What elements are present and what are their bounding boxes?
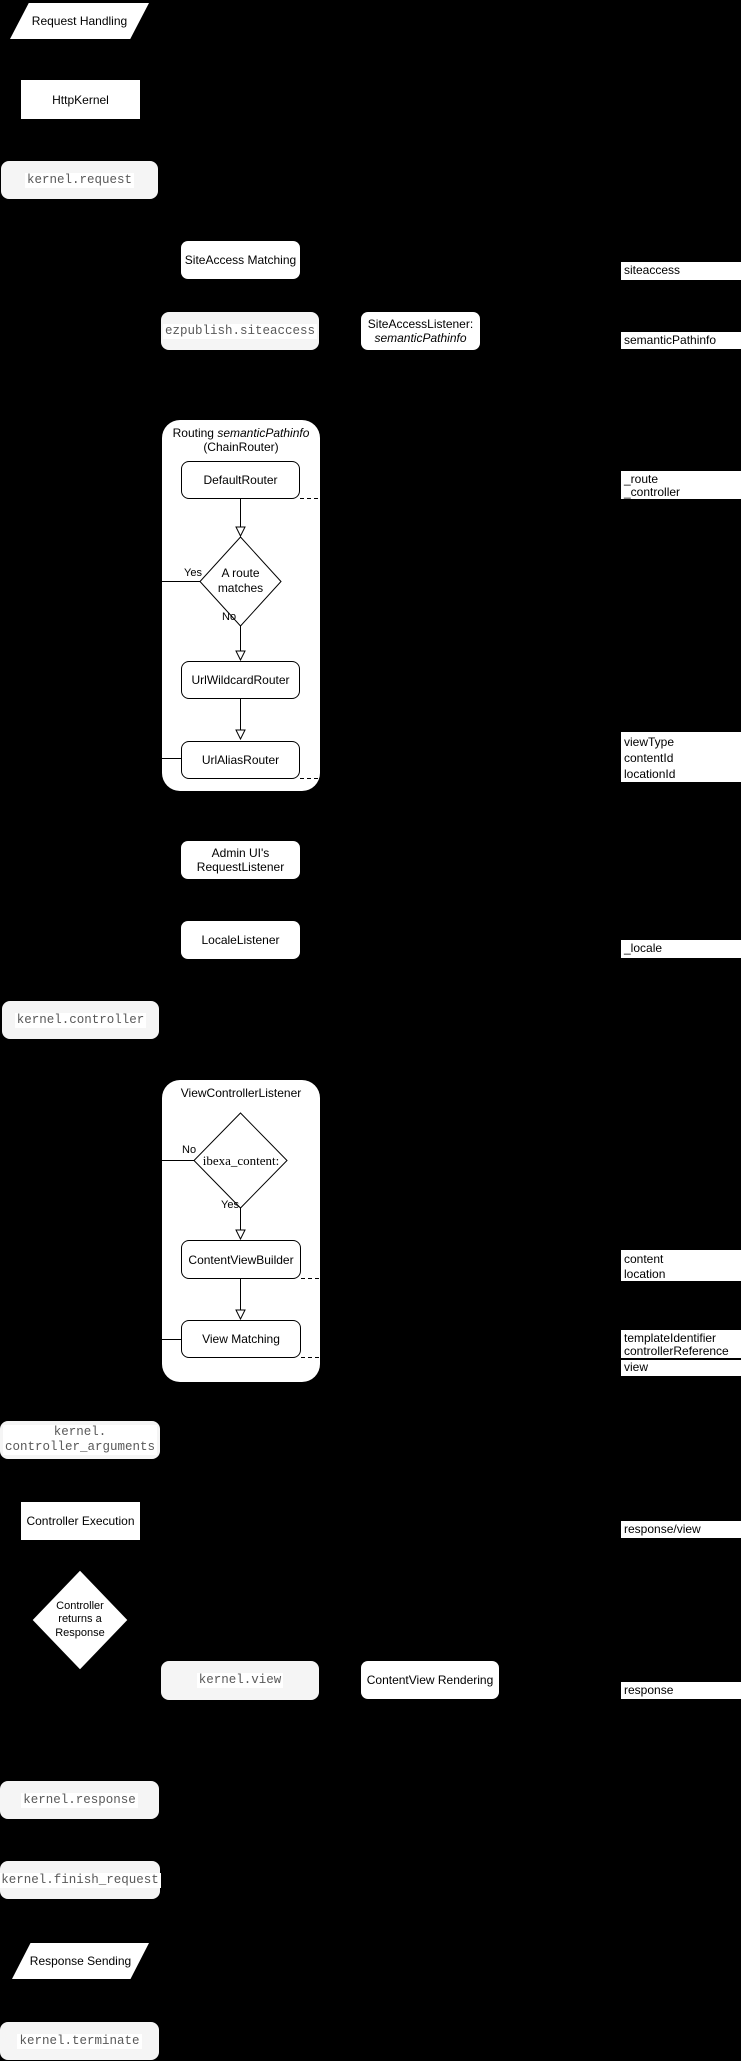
node-url-wildcard-router: UrlWildcardRouter: [181, 661, 300, 699]
annotation-route-controller: _route _controller: [621, 471, 741, 499]
annotation-locale: _locale: [621, 940, 741, 958]
routing-title-line2: (ChainRouter): [203, 440, 279, 454]
request-handling-label: Request Handling: [31, 14, 128, 28]
locale-listener-label: LocaleListener: [201, 933, 280, 947]
node-admin-request-listener: Admin UI's RequestListener: [181, 841, 300, 879]
url-alias-router-label: UrlAliasRouter: [201, 753, 280, 767]
vcl-yes-label: Yes: [221, 1199, 239, 1211]
kernel-request-label: kernel.request: [24, 172, 135, 188]
annotation-controller-text: _controller: [624, 485, 681, 499]
http-kernel-label: HttpKernel: [52, 92, 109, 107]
node-contentview-rendering: ContentView Rendering: [361, 1661, 499, 1699]
annotation-locationid-text: locationId: [624, 767, 676, 781]
routing-title-prefix: Routing: [172, 426, 214, 440]
event-kernel-finish-request: kernel.finish_request: [0, 1861, 161, 1899]
node-content-view-builder: ContentViewBuilder: [181, 1240, 301, 1279]
annotation-controller-reference-text: controllerReference: [624, 1344, 729, 1358]
annotation-semantic-pathinfo: semanticPathinfo: [621, 332, 741, 349]
kernel-view-label: kernel.view: [196, 1673, 284, 1688]
kernel-response-label: kernel.response: [21, 1792, 138, 1808]
vcl-no-path: [152, 1160, 194, 1340]
controller-returns-text: Controller returns a Response: [42, 1599, 118, 1641]
dashed-connectors: [300, 498, 621, 1358]
annotation-response-text: response: [624, 1683, 674, 1697]
annotation-locale-text: _locale: [624, 941, 663, 955]
annotation-template-identifier-text: templateIdentifier: [624, 1331, 717, 1345]
annotation-response-view: response/view: [621, 1521, 741, 1538]
controller-returns-line1: Controller: [56, 1599, 104, 1612]
decision-diamonds: [31, 536, 288, 1671]
annotation-semantic-pathinfo-text: semanticPathinfo: [624, 333, 717, 347]
node-siteaccess-matching: SiteAccess Matching: [181, 241, 300, 279]
route-matches-text: A route matches: [203, 563, 278, 599]
kernel-terminate-label: kernel.terminate: [17, 2033, 142, 2049]
kernel-finish-request-label: kernel.finish_request: [0, 1872, 161, 1888]
node-locale-listener: LocaleListener: [181, 921, 300, 959]
annotation-contentid-text: contentId: [624, 751, 674, 765]
ibexa-content-text: ibexa_content:: [197, 1152, 285, 1168]
view-matching-label: View Matching: [202, 1332, 280, 1346]
ibexa-content-label: ibexa_content:: [202, 1152, 280, 1168]
ezpublish-siteaccess-label: ezpublish.siteaccess: [162, 323, 318, 339]
event-kernel-view: kernel.view: [161, 1661, 319, 1700]
annotation-response-view-text: response/view: [624, 1522, 701, 1536]
annotation-template-controller: templateIdentifier controllerReference: [621, 1330, 741, 1358]
routing-title-italic: semanticPathinfo: [217, 426, 310, 440]
event-kernel-response: kernel.response: [0, 1781, 159, 1819]
siteaccess-listener-line2: semanticPathinfo: [374, 331, 467, 345]
routing-no-label: No: [222, 611, 237, 623]
annotation-view-text: view: [624, 1360, 649, 1374]
kernel-controller-arguments-line2: controller_arguments: [2, 1440, 158, 1455]
node-response-sending: Response Sending: [12, 1943, 149, 1979]
annotation-response: response: [621, 1682, 741, 1699]
url-wildcard-router-label: UrlWildcardRouter: [191, 673, 290, 687]
controller-execution-label: Controller Execution: [26, 1514, 135, 1528]
kernel-controller-label: kernel.controller: [14, 1012, 147, 1028]
admin-listener-line2: RequestListener: [196, 860, 285, 874]
event-kernel-controller: kernel.controller: [2, 1001, 159, 1039]
node-controller-execution: Controller Execution: [21, 1502, 140, 1540]
route-matches-diamond: [199, 536, 282, 627]
default-router-label: DefaultRouter: [203, 473, 278, 487]
route-matches-line2: matches: [217, 581, 264, 595]
routing-yes-label: Yes: [184, 567, 202, 579]
annotation-content-text: content: [624, 1252, 664, 1266]
controller-returns-line3: Response: [55, 1626, 105, 1639]
annotation-content-location: content location: [621, 1250, 741, 1281]
siteaccess-matching-label: SiteAccess Matching: [184, 253, 297, 267]
node-http-kernel: HttpKernel: [21, 80, 140, 119]
event-kernel-terminate: kernel.terminate: [0, 2022, 159, 2060]
node-siteaccess-listener: SiteAccessListener: semanticPathinfo: [361, 312, 480, 350]
event-kernel-controller-arguments: kernel. controller_arguments: [0, 1421, 160, 1459]
vcl-no-label: No: [182, 1144, 197, 1156]
node-default-router: DefaultRouter: [181, 461, 300, 499]
event-kernel-request: kernel.request: [1, 161, 158, 199]
annotation-siteaccess-text: siteaccess: [624, 263, 681, 277]
event-ezpublish-siteaccess: ezpublish.siteaccess: [161, 312, 319, 350]
controller-returns-diamond: [31, 1569, 129, 1671]
controller-returns-line2: returns a: [58, 1613, 102, 1626]
node-view-matching: View Matching: [181, 1320, 301, 1358]
contentview-rendering-label: ContentView Rendering: [366, 1673, 494, 1687]
node-url-alias-router: UrlAliasRouter: [181, 741, 300, 779]
view-controller-listener-title: ViewControllerListener: [180, 1086, 302, 1100]
annotation-location-text: location: [624, 1266, 666, 1281]
siteaccess-listener-line1: SiteAccessListener:: [367, 317, 474, 331]
annotation-route-text: _route: [624, 472, 659, 486]
annotation-view: view: [621, 1360, 741, 1376]
annotation-siteaccess: siteaccess: [621, 262, 741, 280]
annotation-view-params: viewType contentId locationId: [621, 732, 741, 782]
routing-container-title: Routing semanticPathinfo (ChainRouter): [162, 426, 320, 454]
admin-listener-line1: Admin UI's: [211, 846, 270, 860]
response-sending-label: Response Sending: [29, 1954, 132, 1968]
content-view-builder-label: ContentViewBuilder: [188, 1252, 294, 1267]
annotation-viewtype-text: viewType: [624, 735, 675, 749]
node-request-handling: Request Handling: [10, 3, 149, 39]
routing-yes-path: [160, 581, 200, 759]
route-matches-line1: A route: [221, 566, 260, 580]
ibexa-content-diamond: [193, 1112, 288, 1209]
kernel-controller-arguments-line1: kernel.: [2, 1425, 158, 1440]
flow-connectors: [152, 499, 246, 1340]
